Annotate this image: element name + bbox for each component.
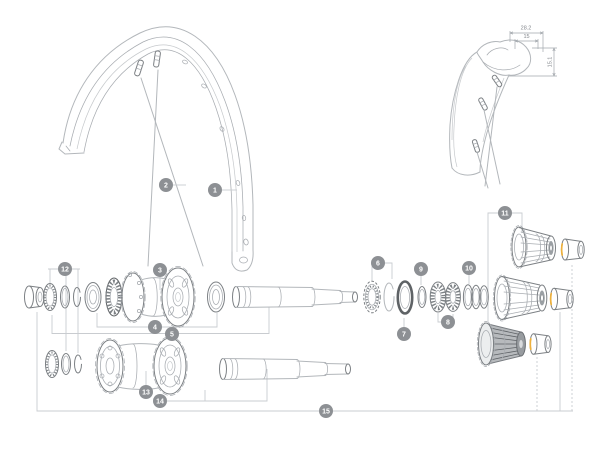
callout-label: 11 [501,211,509,218]
freehub-body-bottom [476,321,526,367]
callout-12: 12 [58,262,72,276]
circlip [383,282,395,312]
spokes-group [134,50,204,267]
callout-label: 10 [465,266,473,273]
front-seal-washer [43,283,57,311]
rear-clip-ring [74,354,82,374]
callout-11: 11 [498,206,512,220]
end-cap-middle [549,287,574,311]
spoke-nipple [153,50,161,68]
seal-ring [396,280,414,315]
callout-2: 2 [159,178,173,192]
front-spacer-ring [60,285,70,309]
end-cap-bottom [529,333,552,355]
callout-4: 4 [148,320,162,334]
callout-15: 15 [319,404,333,418]
front-hub-body [120,266,196,328]
front-bearing-left [84,282,102,312]
callout-label: 6 [376,261,380,268]
dimension-annotations: 28.2 15 15.1 [509,26,557,77]
callout-label: 13 [142,390,150,397]
ratchet-ring-right [445,282,461,312]
callout-label: 1 [213,188,217,195]
ratchet-ring-left [429,281,447,313]
dimension-outer-width: 28.2 [521,26,532,32]
freehub-body-middle [492,274,548,322]
callout-14: 14 [153,394,167,408]
callout-10: 10 [462,261,476,275]
callout-label: 5 [170,332,174,339]
callout-label: 15 [322,409,330,416]
rim-cross-section [449,39,532,189]
rear-hub-body [95,336,188,396]
washer-stack [462,284,489,310]
spoke [476,151,489,189]
callout-label: 8 [446,320,450,327]
dimension-side-height: 15.1 [548,57,554,68]
callout-label: 12 [61,267,69,274]
end-cap-top [560,238,585,261]
callout-8: 8 [441,315,455,329]
callout-13: 13 [139,385,153,399]
rim-spoke-holes [182,59,247,221]
callout-6: 6 [371,256,385,270]
wheel-rim-arc [58,26,254,272]
callout-label: 3 [158,268,162,275]
callout-label: 9 [419,267,423,274]
spoke-nipple [471,139,481,153]
rear-axle [219,358,351,380]
callout-label: 14 [156,399,164,406]
callout-3: 3 [153,263,167,277]
leader-lines [36,184,573,412]
rotor-spline-ring [105,277,123,317]
front-hub-end-cap [24,285,45,309]
spoke [484,86,498,187]
spoke-nipple [134,59,144,77]
front-axle [232,286,358,308]
freehub-body-top [510,225,556,269]
callout-label: 2 [164,183,168,190]
thin-washer [417,286,427,308]
callout-9: 9 [414,262,428,276]
dimension-inner-width: 15 [523,34,529,40]
callout-label: 4 [153,325,157,332]
spoke [483,109,501,185]
spoke-nipple [478,97,488,111]
callout-label: 7 [402,332,406,339]
spoke [140,77,204,267]
front-bearing-right [207,281,225,313]
callout-5: 5 [165,327,179,341]
callout-7: 7 [397,327,411,341]
star-lockring [363,280,381,314]
rear-spacer-ring [61,353,71,375]
spoke [147,69,159,267]
spoke-nipple [491,74,503,88]
rear-seal-washer [45,350,59,378]
front-clip-ring [73,287,81,307]
callout-1: 1 [208,183,222,197]
